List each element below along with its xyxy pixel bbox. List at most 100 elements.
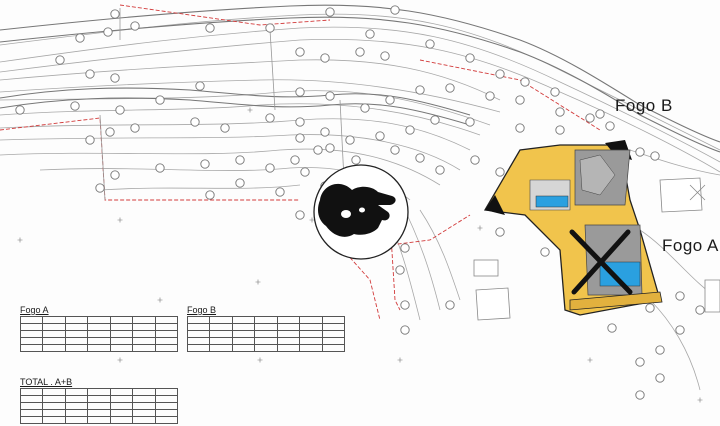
tree-symbol — [75, 33, 85, 43]
tree-symbol — [390, 5, 400, 15]
tree-symbol — [635, 390, 645, 400]
tree-symbol — [115, 105, 125, 115]
tree-symbol — [325, 91, 335, 101]
tree-symbol — [605, 121, 615, 131]
tree-symbol — [555, 125, 565, 135]
label-fogo-a: Fogo A — [662, 236, 719, 255]
tree-symbol — [445, 83, 455, 93]
tree-symbol — [265, 23, 275, 33]
tree-symbol — [195, 81, 205, 91]
tree-symbol — [470, 155, 480, 165]
tree-symbol — [200, 159, 210, 169]
tree-symbol — [520, 77, 530, 87]
tree-symbol — [220, 123, 230, 133]
tree-symbol — [400, 243, 410, 253]
tree-symbol — [540, 247, 550, 257]
tree-symbol — [313, 145, 323, 155]
tree-symbol — [190, 117, 200, 127]
tree-symbol — [355, 47, 365, 57]
tree-symbol — [485, 91, 495, 101]
cross-marker — [477, 225, 483, 231]
tree-symbol — [70, 101, 80, 111]
tree-symbol — [635, 357, 645, 367]
tree-symbol — [360, 103, 370, 113]
area-table-total — [19, 388, 179, 424]
table-title-total: TOTAL . A+B — [20, 377, 73, 387]
cross-marker — [697, 397, 703, 403]
survey-markers — [17, 107, 703, 403]
tree-symbol — [235, 155, 245, 165]
area-table-fogo-a — [19, 316, 179, 352]
tree-symbol — [425, 39, 435, 49]
tree-symbol — [465, 53, 475, 63]
tree-symbol — [110, 73, 120, 83]
tree-symbol — [675, 325, 685, 335]
tree-symbol — [265, 163, 275, 173]
tree-symbol — [655, 373, 665, 383]
tree-symbol — [130, 21, 140, 31]
cross-marker — [117, 357, 123, 363]
tree-symbol — [320, 127, 330, 137]
tree-symbol — [435, 165, 445, 175]
tree-symbol — [555, 107, 565, 117]
cross-marker — [257, 357, 263, 363]
tree-symbol — [295, 210, 305, 220]
tree-symbol — [390, 145, 400, 155]
tree-symbol — [290, 155, 300, 165]
tree-symbol — [275, 187, 285, 197]
tree-symbol — [103, 27, 113, 37]
tree-symbol — [155, 95, 165, 105]
building-site — [483, 140, 663, 316]
tree-symbol — [205, 190, 215, 200]
tree-symbol — [325, 7, 335, 17]
tree-symbol — [110, 9, 120, 19]
tree-symbol — [295, 87, 305, 97]
tree-symbol — [395, 265, 405, 275]
cross-marker — [255, 279, 261, 285]
label-fogo-b: Fogo B — [615, 96, 673, 115]
tree-symbol — [55, 55, 65, 65]
tree-symbol — [295, 117, 305, 127]
road — [0, 4, 720, 153]
tree-symbol — [95, 183, 105, 193]
cross-marker — [157, 297, 163, 303]
tree-symbol — [400, 300, 410, 310]
tree-symbol — [320, 53, 330, 63]
tree-symbol — [295, 133, 305, 143]
tree-symbol — [295, 47, 305, 57]
tree-symbol — [300, 167, 310, 177]
tree-symbol — [85, 69, 95, 79]
tree-symbol — [325, 143, 335, 153]
cross-marker — [247, 107, 253, 113]
tree-symbol — [607, 323, 617, 333]
pointing-hand-icon — [313, 164, 409, 260]
tree-symbol — [495, 227, 505, 237]
area-table-fogo-b — [186, 316, 346, 352]
tree-symbol — [375, 131, 385, 141]
tree-symbol — [650, 151, 660, 161]
tree-symbol — [415, 85, 425, 95]
tree-symbol — [495, 69, 505, 79]
tree-symbol — [105, 127, 115, 137]
tree-symbol — [380, 51, 390, 61]
x-mark-icon — [569, 229, 633, 295]
neighbour-buildings — [473, 177, 720, 321]
cross-marker — [637, 107, 643, 113]
tree-symbol — [515, 95, 525, 105]
tree-symbol — [110, 170, 120, 180]
tree-symbol — [550, 87, 560, 97]
tree-symbol — [645, 303, 655, 313]
tree-symbol — [85, 135, 95, 145]
tree-symbol — [415, 153, 425, 163]
tree-symbol — [635, 147, 645, 157]
tree-symbol — [235, 178, 245, 188]
tree-symbol — [155, 163, 165, 173]
table-title-fogo-a: Fogo A — [20, 305, 49, 315]
tree-symbol — [15, 105, 25, 115]
tree-symbol — [430, 115, 440, 125]
tree-symbol — [345, 135, 355, 145]
tree-symbol — [595, 109, 605, 119]
tree-symbol — [515, 123, 525, 133]
